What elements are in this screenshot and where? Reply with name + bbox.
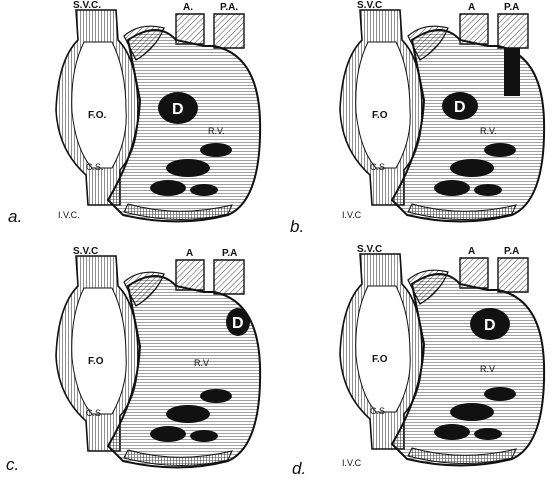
label-pa: P.A. <box>220 2 238 13</box>
label-ivc: I.V.C <box>342 458 362 468</box>
label-svc: S.V.C. <box>73 0 101 11</box>
panel-letter-a: a. <box>8 207 22 226</box>
panel-d: D S.V.C A P.A F.O R.V C.S I.V.C <box>340 244 544 468</box>
label-pa: P.A <box>222 248 237 259</box>
label-a: A <box>186 248 193 259</box>
label-cs: C.S <box>86 408 101 418</box>
label-a: A. <box>183 2 193 13</box>
label-rv: R.V <box>194 358 209 368</box>
label-svc: S.V.C <box>357 0 382 11</box>
label-pa: P.A <box>504 2 519 13</box>
label-d: D <box>172 101 184 118</box>
label-d: D <box>454 99 466 116</box>
label-d: D <box>232 315 244 332</box>
label-d: D <box>484 317 496 334</box>
label-rv: R.V. <box>480 126 497 136</box>
label-a: A <box>468 246 475 257</box>
label-ivc: I.V.C. <box>58 210 80 220</box>
panel-b: D S.V.C A P.A F.O R.V. C.S I.V.C <box>340 0 544 222</box>
pulmonary-outflow-dark <box>504 48 520 96</box>
label-svc: S.V.C <box>357 244 382 255</box>
label-ivc: I.V.C <box>342 210 362 220</box>
panel-a: D S.V.C. A. P.A. F.O. R.V. C.S. I.V.C. <box>56 0 260 222</box>
panel-letter-d: d. <box>292 459 306 478</box>
label-fo: F.O <box>88 356 104 367</box>
panel-letter-c: c. <box>6 455 19 474</box>
label-fo: F.O. <box>88 110 107 121</box>
label-fo: F.O <box>372 354 388 365</box>
label-rv: R.V. <box>208 126 225 136</box>
label-cs: C.S <box>370 162 385 172</box>
label-svc: S.V.C <box>73 246 98 257</box>
label-rv: R.V <box>480 364 495 374</box>
panel-letter-b: b. <box>290 217 304 236</box>
label-pa: P.A <box>504 246 519 257</box>
label-cs: C.S. <box>86 162 104 172</box>
label-fo: F.O <box>372 110 388 121</box>
label-cs: C.S <box>370 406 385 416</box>
label-a: A <box>468 2 475 13</box>
panel-c: D S.V.C A P.A F.O R.V C.S <box>56 246 260 468</box>
